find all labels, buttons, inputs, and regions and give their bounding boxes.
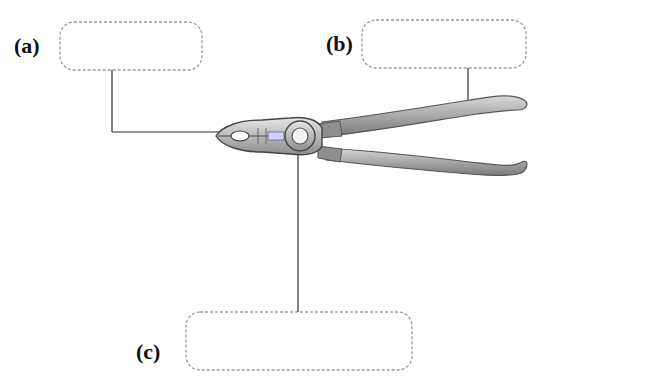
callout-letter: (a) bbox=[14, 35, 40, 57]
handle-grip bbox=[322, 96, 527, 136]
leader-line bbox=[112, 68, 468, 312]
plier-jaws bbox=[216, 117, 322, 154]
handle-grip bbox=[322, 148, 527, 176]
pivot-joint bbox=[285, 121, 315, 151]
callout-letter: (b) bbox=[326, 33, 353, 55]
callout-letter: (c) bbox=[136, 341, 160, 363]
callout-box bbox=[60, 20, 526, 370]
cutter bbox=[268, 132, 284, 140]
jaw-grip bbox=[231, 131, 249, 141]
